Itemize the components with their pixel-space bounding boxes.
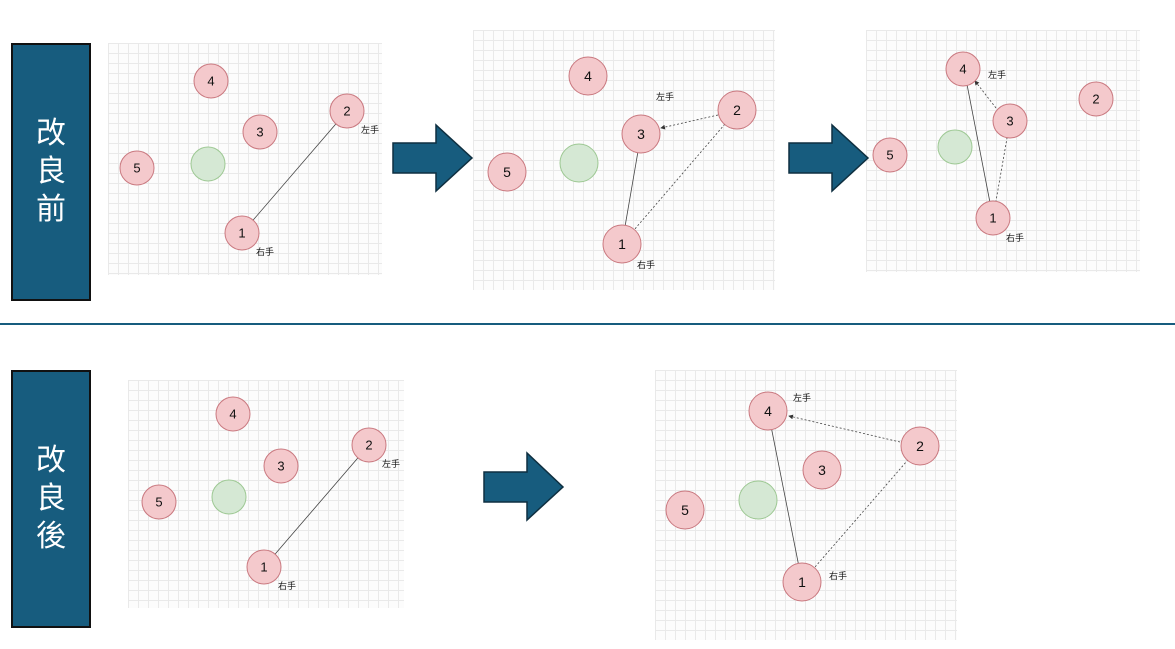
node-1: 1 [782,562,822,602]
node-5: 5 [119,150,155,186]
label-after-text: 改良後 [36,444,66,553]
link-2-3-arrow [660,114,719,130]
node-4-label: 4 [764,403,772,419]
node-5-label: 5 [133,161,140,176]
node-5-label: 5 [503,164,511,180]
link-3-4-arrow [974,80,997,109]
panel-before-3: 4 2 3 5 1 左手 右手 [872,51,1114,244]
panel-after-1: 4 2 3 5 1 左手 右手 [141,396,400,592]
node-3-label: 3 [1006,114,1013,129]
node-1: 1 [602,224,642,264]
panel-after-2: 4 2 3 5 1 左手 右手 [665,391,940,602]
node-1-label: 1 [798,574,806,590]
node-1-label: 1 [260,560,267,575]
link-1-2 [263,444,370,568]
flow-arrow-before-2 [788,123,870,193]
node-3: 3 [242,114,278,150]
node-1: 1 [975,200,1011,236]
link-1-2 [241,110,348,234]
node-5: 5 [872,137,908,173]
node-1-label: 1 [238,226,245,241]
panel-before-1: 4 2 3 5 1 左手 右手 [119,63,379,258]
node-4-label: 4 [959,62,966,77]
left-hand-label: 左手 [382,458,400,470]
grid-panel-after-2 [655,370,957,640]
node-2: 2 [900,426,940,466]
right-hand-label: 右手 [637,259,655,271]
target-circle [559,143,599,183]
right-hand-label: 右手 [1006,232,1024,244]
link-2-4-arrow [788,414,901,443]
right-hand-label: 右手 [278,580,296,592]
node-5: 5 [487,152,527,192]
node-5-label: 5 [886,148,893,163]
node-4-label: 4 [207,74,214,89]
node-1-label: 1 [989,211,996,226]
label-before: 改良前 [11,43,91,301]
target-circle [937,129,973,165]
right-hand-label: 右手 [256,246,274,258]
node-3: 3 [263,448,299,484]
left-hand-label: 左手 [793,392,811,404]
link-1-4 [963,68,994,219]
target-circle [190,146,226,182]
target-circle [211,479,247,515]
node-5-label: 5 [681,502,689,518]
node-2-label: 2 [365,438,372,453]
node-2: 2 [1078,81,1114,117]
node-2-label: 2 [916,438,924,454]
left-hand-label: 左手 [656,91,674,103]
node-4: 4 [748,391,788,431]
node-2: 2 [351,427,387,463]
node-3-label: 3 [637,126,645,142]
panel-before-2: 4 2 3 5 1 左手 右手 [487,56,757,271]
node-2: 2 [329,93,365,129]
node-2-label: 2 [343,104,350,119]
node-1: 1 [246,549,282,585]
flow-arrow-after [483,451,565,522]
node-3-label: 3 [256,125,263,140]
node-5-label: 5 [155,495,162,510]
node-3-label: 3 [277,459,284,474]
link-1-2-dotted [621,109,738,245]
node-3-label: 3 [818,462,826,478]
node-2: 2 [717,90,757,130]
node-4: 4 [193,63,229,99]
node-2-label: 2 [1092,92,1099,107]
right-hand-label: 右手 [829,570,847,582]
node-3: 3 [992,103,1028,139]
node-4-label: 4 [229,407,236,422]
node-4: 4 [945,51,981,87]
node-3: 3 [802,450,842,490]
node-1-label: 1 [618,236,626,252]
node-4: 4 [568,56,608,96]
node-4-label: 4 [584,68,592,84]
node-5: 5 [665,490,705,530]
node-3: 3 [621,114,661,154]
left-hand-label: 左手 [988,69,1006,81]
label-after: 改良後 [11,370,91,628]
node-4: 4 [215,396,251,432]
link-1-4 [767,410,803,583]
flow-arrow-before-1 [392,123,474,193]
target-circle [738,480,778,520]
section-divider [0,323,1175,325]
node-5: 5 [141,484,177,520]
node-1: 1 [224,215,260,251]
node-2-label: 2 [733,102,741,118]
left-hand-label: 左手 [361,124,379,136]
label-before-text: 改良前 [36,117,66,226]
